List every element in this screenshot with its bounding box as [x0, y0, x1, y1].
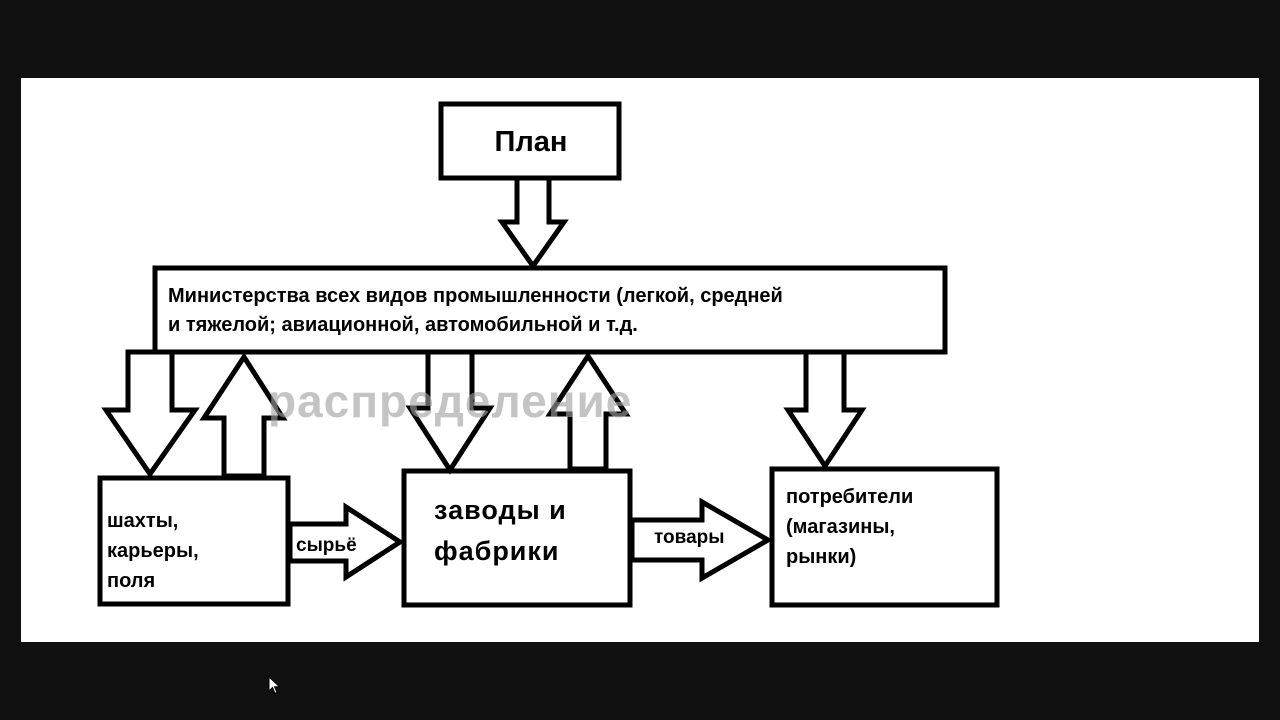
consumers-label: потребители (магазины, рынки): [786, 482, 996, 572]
arrow-ministry-to-factories: [405, 349, 495, 475]
arrow-goods: [629, 497, 774, 583]
goods-label: товары: [654, 527, 725, 548]
ministry-line-2: и тяжелой; авиационной, автомобильной и …: [168, 314, 638, 336]
factories-line-1: заводы и: [434, 495, 567, 525]
consumers-box: [769, 466, 1000, 608]
plan-box: [438, 101, 622, 181]
arrow-ministry-to-consumers: [783, 349, 867, 471]
ministry-line-1: Министерства всех видов промышленности (…: [168, 285, 783, 307]
plan-label: План: [443, 106, 619, 178]
factories-line-2: фабрики: [434, 536, 560, 566]
arrow-ministry-to-mines: [101, 349, 200, 479]
ministry-box: [152, 265, 948, 355]
arrow-factories-to-ministry: [545, 351, 631, 472]
consumers-line-3: рынки): [786, 546, 857, 568]
consumers-line-1: потребители: [786, 486, 914, 508]
mines-line-3: поля: [107, 570, 156, 592]
raw-materials-label: сырьё: [296, 535, 357, 556]
arrow-raw-materials: [287, 502, 405, 582]
mines-label: шахты, карьеры, поля: [107, 506, 287, 596]
mouse-pointer-icon: [268, 676, 281, 695]
arrow-mines-to-ministry: [199, 352, 288, 479]
factories-box: [401, 468, 633, 608]
consumers-line-2: (магазины,: [786, 516, 895, 538]
mines-line-1: шахты,: [107, 510, 179, 532]
ministry-label: Министерства всех видов промышленности (…: [168, 282, 938, 340]
plan-text: План: [494, 125, 568, 158]
distribution-watermark: распределение: [268, 375, 633, 427]
factories-label: заводы и фабрики: [434, 490, 624, 572]
mines-box: [97, 475, 291, 607]
arrow-plan-to-ministry: [497, 175, 569, 271]
mines-line-2: карьеры,: [107, 540, 199, 562]
